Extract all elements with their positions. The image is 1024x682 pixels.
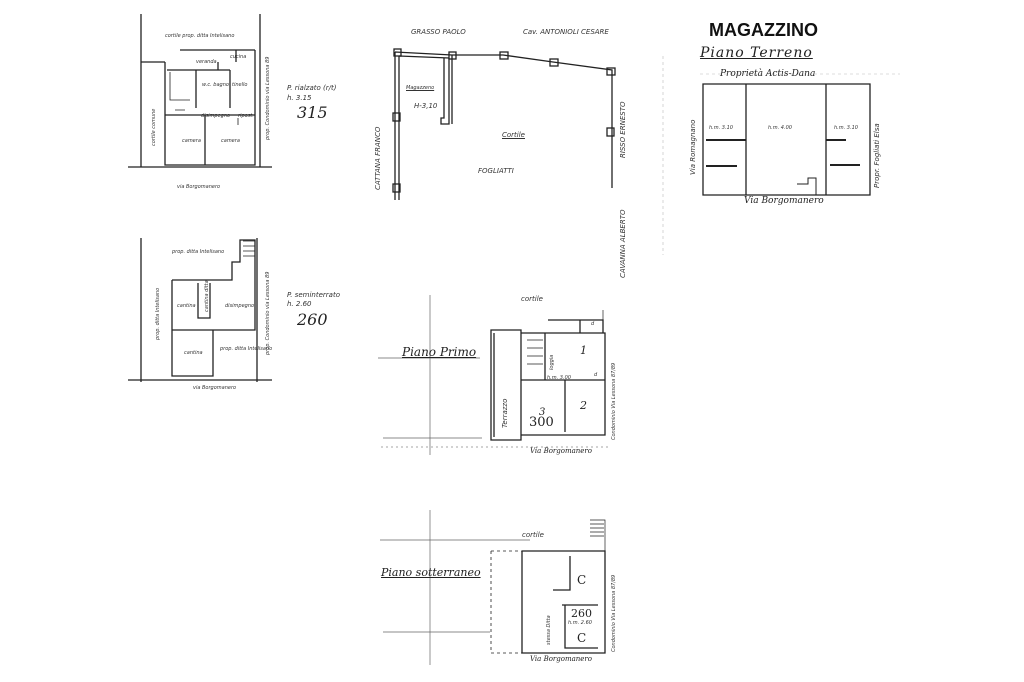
- neighbour-label: prop. Condominio via Lessona 89: [265, 56, 271, 140]
- room-label: cantina: [184, 350, 203, 356]
- room-label: prop. ditta Intelisano: [155, 287, 161, 340]
- room-label: disimpegno: [201, 113, 231, 119]
- height-label: h.m. 3.10: [709, 125, 733, 131]
- room-label: camera: [221, 138, 240, 144]
- floor-label: Piano Terreno: [700, 45, 813, 61]
- room-label: cantina ditta: [204, 280, 210, 312]
- street-label: via Borgomanero: [193, 385, 237, 391]
- owner-label: FOGLIATTI: [478, 167, 514, 175]
- room-label: veranda: [196, 59, 217, 65]
- page-title: MAGAZZINO: [709, 20, 818, 40]
- room-label: ripost.: [238, 113, 254, 119]
- height-label: h.m. 3.00: [547, 375, 571, 381]
- neighbour-label: Propr. Fogliati Elsa: [873, 123, 881, 188]
- courtyard-label: cortile: [521, 295, 543, 303]
- plan-sotterraneo-drawing: [380, 510, 606, 665]
- plan-cortile-drawing: [392, 48, 616, 200]
- street-label: via Borgomanero: [177, 184, 221, 190]
- neighbour-label: Proprietà Actis-Dana: [720, 69, 816, 79]
- height-label: h.m. 3.10: [834, 125, 858, 131]
- street-label: Via Borgomanero: [530, 655, 592, 663]
- room-label: prop. ditta Intelisano: [220, 346, 273, 352]
- room-label: w.c. bagno: [202, 82, 229, 88]
- neighbour-label: CAVANNA ALBERTO: [619, 209, 627, 278]
- room-label: 2: [580, 399, 587, 412]
- height-label: H-3,10: [414, 102, 438, 110]
- courtyard-label: Cortile: [502, 131, 525, 139]
- neighbour-label: Cav. ANTONIOLI CESARE: [523, 28, 609, 36]
- handwritten-height: 300: [529, 415, 554, 430]
- room-label: Magazzeno: [406, 85, 435, 91]
- courtyard-label: cortile: [522, 531, 544, 539]
- plan-seminterrato-drawing: [128, 238, 272, 382]
- floor-label: Piano Primo: [402, 345, 477, 359]
- height-label: h.m. 4.00: [768, 125, 792, 131]
- plan-terreno-drawing: [662, 56, 900, 255]
- neighbour-label: RISSO ERNESTO: [619, 101, 627, 158]
- terrace-label: Terrazzo: [501, 398, 509, 428]
- height-label: h. 3.15: [287, 94, 312, 102]
- handwritten-height: 260: [571, 607, 592, 620]
- street-label: Via Borgomanero: [744, 196, 824, 206]
- room-label: tinello: [232, 82, 248, 88]
- room-label: cortile prop. ditta Intelisano: [165, 33, 235, 39]
- handwritten-height: 260: [297, 310, 328, 329]
- height-label: h.m. 2.60: [568, 620, 592, 626]
- street-label: Via Romagnano: [689, 119, 697, 175]
- room-label: C: [577, 573, 587, 587]
- room-label: 3: [539, 407, 546, 418]
- room-label: loggia: [549, 354, 555, 370]
- room-label: cantina: [177, 303, 196, 309]
- neighbour-label: CATTANA FRANCO: [374, 126, 382, 190]
- room-label: d: [591, 321, 595, 327]
- neighbour-label: GRASSO PAOLO: [411, 28, 466, 36]
- room-label: cortile comune: [151, 108, 157, 146]
- room-label: prop. ditta Intelisano: [172, 249, 225, 255]
- room-label: C: [577, 631, 587, 645]
- neighbour-label: prop. Condominio via Lessona 89: [265, 271, 271, 355]
- side-label: stessa Ditta: [546, 615, 552, 645]
- height-label: h. 2.60: [287, 300, 312, 308]
- neighbour-label: Condominio Via Lessona 87/89: [611, 362, 617, 440]
- floor-label: Piano sotterraneo: [381, 566, 481, 579]
- floor-label: P. seminterrato: [287, 291, 340, 299]
- handwritten-height: 315: [297, 103, 328, 122]
- room-label: 1: [580, 344, 587, 357]
- neighbour-label: Condominio Via Lessona 87/89: [611, 574, 617, 652]
- room-label: camera: [182, 138, 201, 144]
- street-label: Via Borgomanero: [530, 447, 592, 455]
- room-label: d: [594, 372, 598, 378]
- room-label: cucina: [230, 54, 247, 60]
- floor-label: P. rialzato (r/t): [287, 84, 337, 92]
- plan-rialzato-drawing: [128, 14, 272, 168]
- room-label: disimpegno: [225, 303, 255, 309]
- plan-primo-drawing: [378, 295, 610, 455]
